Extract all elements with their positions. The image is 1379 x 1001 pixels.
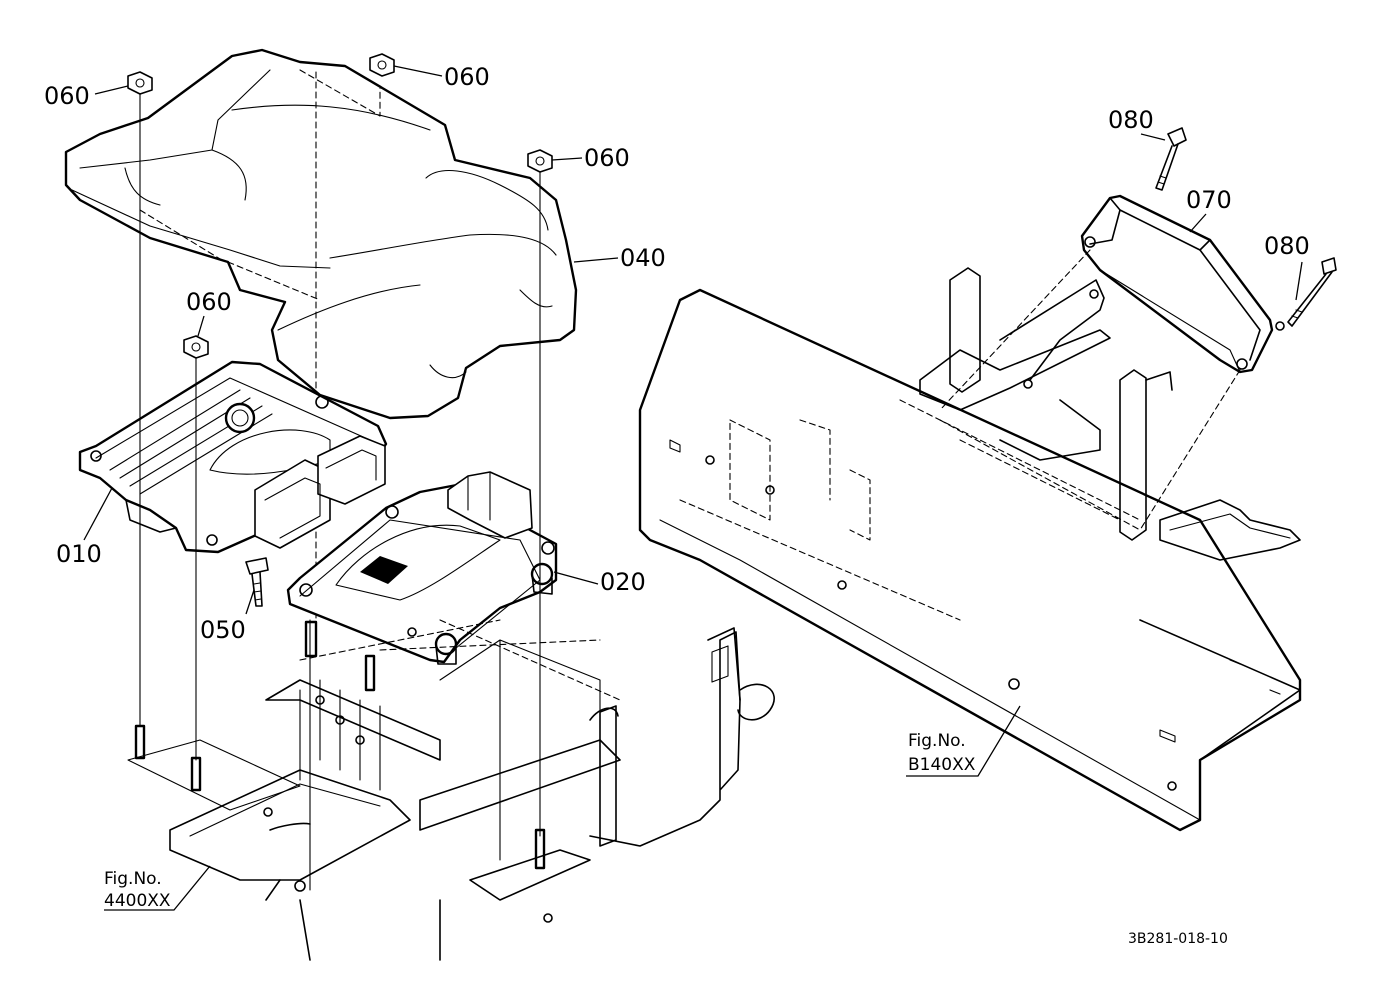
callout-060-c: 060 bbox=[584, 144, 630, 172]
ecu-cover-040 bbox=[64, 48, 578, 420]
figure-ref-right[interactable]: Fig.No. B140XX bbox=[908, 731, 976, 775]
bolt-080-a bbox=[1155, 127, 1187, 191]
control-unit-070 bbox=[939, 194, 1285, 531]
drawing-code: 3B281-018-10 bbox=[1128, 931, 1228, 947]
figure-ref-left-label: Fig.No. bbox=[104, 869, 162, 889]
figure-ref-right-label: Fig.No. bbox=[908, 731, 966, 751]
stud-alignment-lines bbox=[134, 93, 546, 891]
hidden-lines bbox=[139, 69, 381, 641]
bolt-080-b bbox=[1287, 257, 1337, 327]
nut-060-d bbox=[183, 335, 209, 359]
figure-ref-left[interactable]: Fig.No. 4400XX bbox=[104, 869, 171, 911]
callout-060-a: 060 bbox=[44, 82, 90, 110]
figure-ref-right-number: B140XX bbox=[908, 755, 976, 775]
callout-060-d: 060 bbox=[186, 288, 232, 316]
callout-labels: 060 060 060 040 060 010 050 020 080 070 … bbox=[44, 63, 1310, 644]
callout-040: 040 bbox=[620, 244, 666, 272]
vehicle-frame-left bbox=[127, 261, 775, 961]
figure-ref-left-number: 4400XX bbox=[104, 891, 171, 911]
nut-060-a bbox=[127, 71, 153, 95]
bolt-050 bbox=[245, 557, 269, 607]
callout-080-a: 080 bbox=[1108, 106, 1154, 134]
nut-060-c bbox=[527, 149, 553, 173]
ecu-bracket-020 bbox=[286, 471, 558, 665]
ecu-module-010 bbox=[78, 360, 388, 554]
nut-060-b bbox=[369, 53, 395, 77]
callout-010: 010 bbox=[56, 540, 102, 568]
callout-020: 020 bbox=[600, 568, 646, 596]
callout-070: 070 bbox=[1186, 186, 1232, 214]
callout-060-b: 060 bbox=[444, 63, 490, 91]
support-bracket-right bbox=[919, 267, 1301, 561]
mounting-plate-right bbox=[638, 288, 1302, 832]
leader-lines bbox=[83, 65, 1303, 911]
callout-080-b: 080 bbox=[1264, 232, 1310, 260]
callout-050: 050 bbox=[200, 616, 246, 644]
